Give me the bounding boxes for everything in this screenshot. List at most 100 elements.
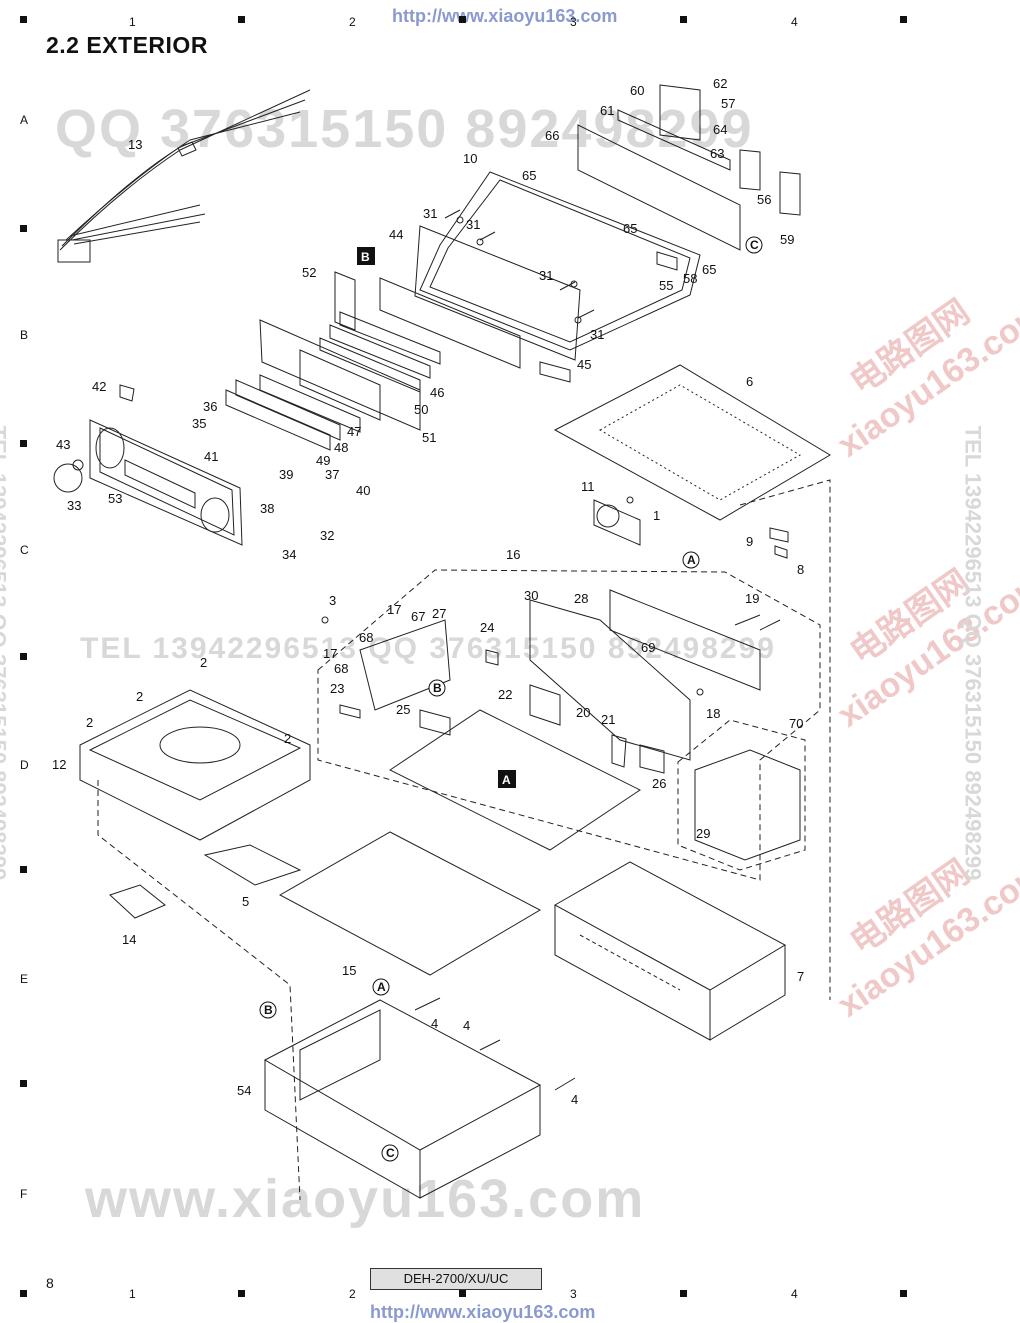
grid-mark <box>680 1290 687 1297</box>
part-label-31: 31 <box>423 206 437 221</box>
part-label-37: 37 <box>325 467 339 482</box>
column-number-top: 1 <box>129 15 136 29</box>
row-letter: F <box>20 1187 28 1201</box>
part-label-2: 2 <box>136 689 143 704</box>
part-label-51: 51 <box>422 430 436 445</box>
part-label-17: 17 <box>323 646 337 661</box>
part-label-30: 30 <box>524 588 538 603</box>
part-label-10: 10 <box>463 151 477 166</box>
page-number: 8 <box>46 1275 54 1291</box>
row-letter: A <box>20 113 29 127</box>
front-panel-53 <box>89 419 243 546</box>
part-label-19: 19 <box>745 591 759 606</box>
cd-mechanism-12 <box>79 689 311 841</box>
grid-mark <box>20 866 27 873</box>
screws <box>321 209 781 1091</box>
part-label-16: 16 <box>506 547 520 562</box>
part-label-52: 52 <box>302 265 316 280</box>
column-number-top: 2 <box>349 15 356 29</box>
part-label-4: 4 <box>431 1016 438 1031</box>
grid-mark <box>20 225 27 232</box>
grid-mark <box>20 1080 27 1087</box>
part-label-17: 17 <box>387 602 401 617</box>
bottom-chassis-54 <box>263 999 542 1199</box>
part-label-43: 43 <box>56 437 70 452</box>
part-label-66: 66 <box>545 128 559 143</box>
part-label-26: 26 <box>652 776 666 791</box>
part-label-11: 11 <box>581 479 595 494</box>
column-number-bottom: 4 <box>791 1287 798 1301</box>
part-label-68: 68 <box>334 661 348 676</box>
part-label-4: 4 <box>463 1018 470 1033</box>
grid-mark <box>459 1290 466 1297</box>
column-number-bottom: 1 <box>129 1287 136 1301</box>
part-label-9: 9 <box>746 534 753 549</box>
ref-circle-C: C <box>750 238 759 252</box>
wire-harness-13 <box>57 89 311 263</box>
part-label-31: 31 <box>590 327 604 342</box>
column-number-bottom: 2 <box>349 1287 356 1301</box>
row-letter: E <box>20 972 29 986</box>
part-label-7: 7 <box>797 969 804 984</box>
grid-mark <box>20 1290 27 1297</box>
ref-circle-B: B <box>433 681 442 695</box>
part-label-32: 32 <box>320 528 334 543</box>
grid-mark <box>238 1290 245 1297</box>
part-label-25: 25 <box>396 702 410 717</box>
row-letter: B <box>20 328 29 342</box>
part-label-34: 34 <box>282 547 296 562</box>
part-label-59: 59 <box>780 232 794 247</box>
part-label-42: 42 <box>92 379 106 394</box>
part-label-41: 41 <box>204 449 218 464</box>
grid-mark <box>20 653 27 660</box>
part-label-53: 53 <box>108 491 122 506</box>
part-label-50: 50 <box>414 402 428 417</box>
part-label-28: 28 <box>574 591 588 606</box>
model-number: DEH-2700/XU/UC <box>370 1268 542 1290</box>
part-label-55: 55 <box>659 278 673 293</box>
ref-circle-B-bottom: B <box>264 1003 273 1017</box>
part-label-4: 4 <box>571 1092 578 1107</box>
ref-circle-A-bottom: A <box>377 980 386 994</box>
part-label-38: 38 <box>260 501 274 516</box>
part-label-69: 69 <box>641 640 655 655</box>
grid-mark <box>238 16 245 23</box>
part-label-3: 3 <box>329 593 336 608</box>
part-label-2: 2 <box>86 715 93 730</box>
part-label-63: 63 <box>710 146 724 161</box>
top-cover-6 <box>553 364 831 521</box>
part-label-67: 67 <box>411 609 425 624</box>
column-number-top: 4 <box>791 15 798 29</box>
column-number-top: 3 <box>570 15 577 29</box>
part-label-68: 68 <box>359 630 373 645</box>
part-label-36: 36 <box>203 399 217 414</box>
part-label-8: 8 <box>797 562 804 577</box>
part-label-46: 46 <box>430 385 444 400</box>
part-label-21: 21 <box>601 712 615 727</box>
part-label-64: 64 <box>713 122 727 137</box>
part-label-18: 18 <box>706 706 720 721</box>
part-label-22: 22 <box>498 687 512 702</box>
column-number-bottom: 3 <box>570 1287 577 1301</box>
part-label-54: 54 <box>237 1083 251 1098</box>
ref-circle-A: A <box>687 553 696 567</box>
row-letter: D <box>20 758 29 772</box>
part-label-29: 29 <box>696 826 710 841</box>
part-label-5: 5 <box>242 894 249 909</box>
part-label-65: 65 <box>702 262 716 277</box>
mounting-sleeve-7 <box>553 861 787 1041</box>
part-label-65: 65 <box>522 168 536 183</box>
part-label-13: 13 <box>128 137 142 152</box>
part-label-12: 12 <box>52 757 66 772</box>
part-label-44: 44 <box>389 227 403 242</box>
grid-mark <box>20 440 27 447</box>
part-label-70: 70 <box>789 716 803 731</box>
part-label-31: 31 <box>539 268 553 283</box>
part-label-39: 39 <box>279 467 293 482</box>
grid-mark <box>900 1290 907 1297</box>
part-label-14: 14 <box>122 932 136 947</box>
part-label-2: 2 <box>284 731 291 746</box>
grid-mark <box>20 16 27 23</box>
